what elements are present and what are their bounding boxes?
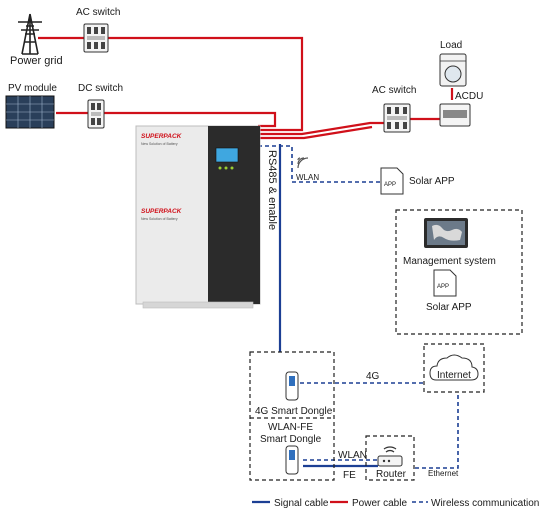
router-icon — [377, 446, 403, 467]
ac-switch-to-inverter-cable — [108, 36, 304, 132]
app-icon: APP — [380, 167, 404, 195]
cloud-icon — [429, 354, 479, 381]
app-icon-text: APP — [384, 182, 396, 188]
power-grid-label: Power grid — [10, 55, 63, 67]
acdu-label: ACDU — [455, 91, 483, 102]
router-group-box — [365, 435, 415, 481]
solar-panel-icon — [5, 95, 55, 129]
wlan-small-label: WLAN — [296, 173, 319, 182]
monitor-icon — [424, 218, 468, 248]
brand-logo-top: SUPERPACK — [141, 133, 183, 140]
dongle-wlan-label-line1: WLAN-FE — [268, 422, 313, 433]
lcd-screen — [215, 147, 239, 163]
management-group-box — [395, 209, 523, 335]
usb-dongle-icon — [285, 445, 299, 475]
inverter-to-ac-switch-cable — [258, 121, 384, 136]
dongle-4g-label: 4G Smart Dongle — [255, 406, 333, 417]
solar-app-top-label: Solar APP — [409, 176, 455, 187]
washing-machine-icon — [439, 53, 467, 87]
legend-wireless-label: Wireless communication — [431, 498, 539, 509]
solar-app-box-label: Solar APP — [426, 302, 472, 313]
fe-label: FE — [343, 470, 356, 481]
power-tower-icon — [18, 13, 42, 55]
ethernet-label: Ethernet — [428, 469, 459, 478]
inverter-to-ac-switch-cable-2 — [258, 125, 373, 140]
dc-switch-label: DC switch — [78, 83, 123, 94]
legend-power-label: Power cable — [352, 498, 407, 509]
distribution-box-icon — [439, 103, 471, 127]
dongle-wlan-label-line2: Smart Dongle — [260, 434, 322, 445]
breaker-icon — [383, 103, 411, 133]
breaker-icon — [87, 99, 105, 129]
internet-to-router-link — [412, 395, 459, 469]
load-label: Load — [440, 40, 462, 51]
dongle-group-box — [249, 351, 335, 481]
dc-switch-to-inverter-cable — [104, 111, 277, 128]
wifi-icon — [297, 157, 309, 169]
ac-switch-top-label: AC switch — [76, 7, 120, 18]
power-cables — [38, 36, 454, 140]
brand-tagline-top: New Solution of Battery — [141, 142, 178, 146]
legend: Signal cable Power cable Wireless commun… — [252, 498, 539, 509]
brand-tagline-bottom: New Solution of Battery — [141, 217, 178, 221]
legend-signal-label: Signal cable — [274, 498, 329, 509]
internet-label: Internet — [437, 370, 471, 381]
inverter-wlan-link — [258, 145, 380, 183]
app-icon-text: APP — [437, 284, 449, 290]
app-icon: APP — [433, 269, 457, 297]
inverter-battery-unit: SUPERPACK New Solution of Battery SUPERP… — [135, 125, 261, 309]
rs485-label: RS485 & enable — [266, 150, 278, 230]
wlan-label: WLAN — [338, 450, 367, 461]
management-system-label: Management system — [403, 256, 496, 267]
ac-switch-right-label: AC switch — [372, 85, 416, 96]
router-label: Router — [376, 469, 407, 480]
internet-group-box — [423, 343, 485, 393]
brand-logo-bottom: SUPERPACK — [141, 208, 183, 215]
usb-dongle-icon — [285, 371, 299, 401]
four-g-label: 4G — [366, 371, 380, 382]
pv-module-label: PV module — [8, 83, 57, 94]
breaker-icon — [83, 23, 109, 53]
